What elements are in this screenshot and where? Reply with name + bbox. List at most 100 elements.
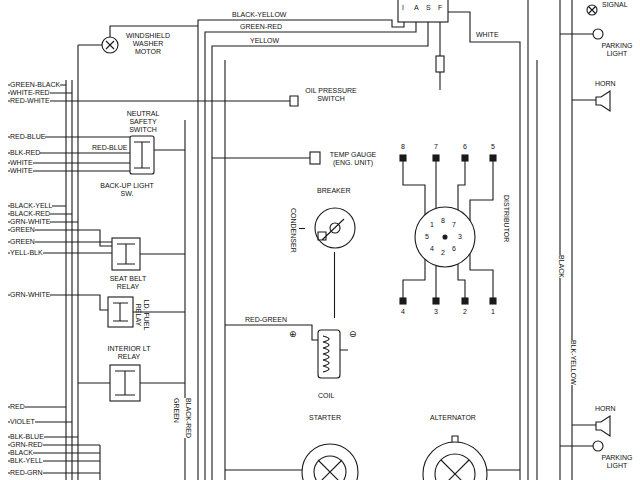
wire-color-label: RED-GREEN [245,316,287,324]
wire [225,469,520,470]
terminal-label: 2 [463,308,467,316]
horn: HORN [585,405,630,438]
wire-color-label: GRN-WHITE [10,291,50,299]
temp-gauge: TEMP GAUGE (ENG. UNIT) [308,148,382,172]
wire-color-label: RED-WHITE [10,97,50,105]
distributor: DISTRIBUTOR18753426 [412,195,516,270]
seat-belt-relay: SEAT BELT RELAY [95,235,157,293]
relay-symbol [117,244,135,264]
wire-color-label: BLACK-RED [184,398,192,438]
alternator-symbol [441,436,469,480]
component-label: DISTRIBUTOR [502,195,510,242]
wire-color-label: BLACK-RED [10,210,50,218]
wire [528,0,572,480]
wire-color-label: WHITE [10,167,33,175]
alternator: ALTERNATOR [418,414,498,480]
terminal-label: S [426,4,431,12]
wire-color-label: RED-BLUE [92,144,127,152]
horn: HORN [585,80,630,113]
relay-symbol [115,371,135,395]
lamp-symbol [587,5,597,15]
component-label: WINDSHIELD WASHER MOTOR [123,32,173,56]
wire-connector [299,228,305,229]
distributor-cap [443,235,447,239]
terminal-label: 3 [434,308,438,316]
component-label: LD. FUEL RELAY [134,297,150,333]
wire-color-label: BLACK-YELL [10,202,52,210]
lamp-symbol [593,441,603,451]
wire [212,22,428,480]
wire [225,325,348,350]
wire-color-label: BLACK [557,255,565,278]
horn-symbol [596,416,610,436]
wire [560,34,596,446]
coil-symbol [318,330,340,378]
wire [403,254,493,298]
wire-color-label: BLACK [10,449,33,457]
component-label: OIL PRESSURE SWITCH [301,87,361,103]
component-label: BREAKER [317,187,350,195]
terminal-label: 8 [401,143,405,151]
terminal-symbol [400,155,496,304]
wire-color-label: GREEN [10,238,35,246]
wire-color-label: GREEN [10,226,35,234]
component-label: TEMP GAUGE (ENG. UNIT) [326,151,380,167]
component-label: STARTER [309,414,341,422]
wire-color-label: RED-BLUE [10,133,45,141]
wire-color-label: RED [10,403,25,411]
terminal-symbol [433,155,439,161]
terminal-number: 2 [441,249,445,257]
component-symbols [102,0,610,480]
motor-symbol [106,41,114,49]
terminal-symbol [490,155,496,161]
wire [8,137,130,171]
wire-color-label: GREEN-RED [240,23,282,31]
neutral-safety-switch: NEUTRAL SAFETY SWITCHBACK-UP LIGHT SW. [95,110,165,200]
wire-color-label: BLACK-YELLOW [232,11,286,19]
wire-color-label: WHITE-RED [10,89,50,97]
ignition-coil: ⊕⊖COIL [288,318,364,402]
terminal-number: 1 [430,221,434,229]
coil-symbol [323,336,329,372]
component-label: BACK-UP LIGHT SW. [95,182,159,198]
lamp-symbol [589,7,596,14]
wire [154,60,225,480]
wire-color-label: WHITE [476,31,499,39]
component-label: HORN [595,405,616,413]
component-label: INTERIOR LT RELAY [100,345,158,361]
resistor-symbol [436,56,444,72]
component-label: SIGNAL [602,1,628,9]
breaker: BREAKER [305,187,367,252]
terminal-symbol [490,298,496,304]
switch-symbol [286,96,298,106]
wire [8,254,185,383]
interior-light-relay: INTERIOR LT RELAY [95,345,160,405]
wire-color-label: GRN-RED [10,441,43,449]
wire [205,22,416,480]
switch-symbol [134,142,150,168]
component-label: COIL [318,392,334,400]
terminal-label: F [438,4,442,12]
parking-light: PARKING LIGHT [588,440,638,476]
wire [8,0,596,480]
lamp-symbol [593,29,603,39]
relay-symbol [108,297,133,327]
terminal-number: 6 [452,245,456,253]
starter-symbol [314,456,346,480]
wire-color-label: WHITE [10,159,33,167]
wire [212,157,310,158]
distributor-cap [415,207,475,267]
terminal-number: 3 [458,233,462,241]
wire [8,206,112,253]
terminal-symbol [400,298,406,304]
wire [448,12,520,480]
component-label: ⊕ [289,329,297,339]
wire [403,161,493,221]
terminal-label: I [402,4,404,12]
wire-color-label: GREEN [172,398,180,423]
condenser: CONDENSER [283,205,299,270]
component-label: ALTERNATOR [430,414,476,422]
wire [66,45,78,480]
sender-symbol [310,152,320,164]
